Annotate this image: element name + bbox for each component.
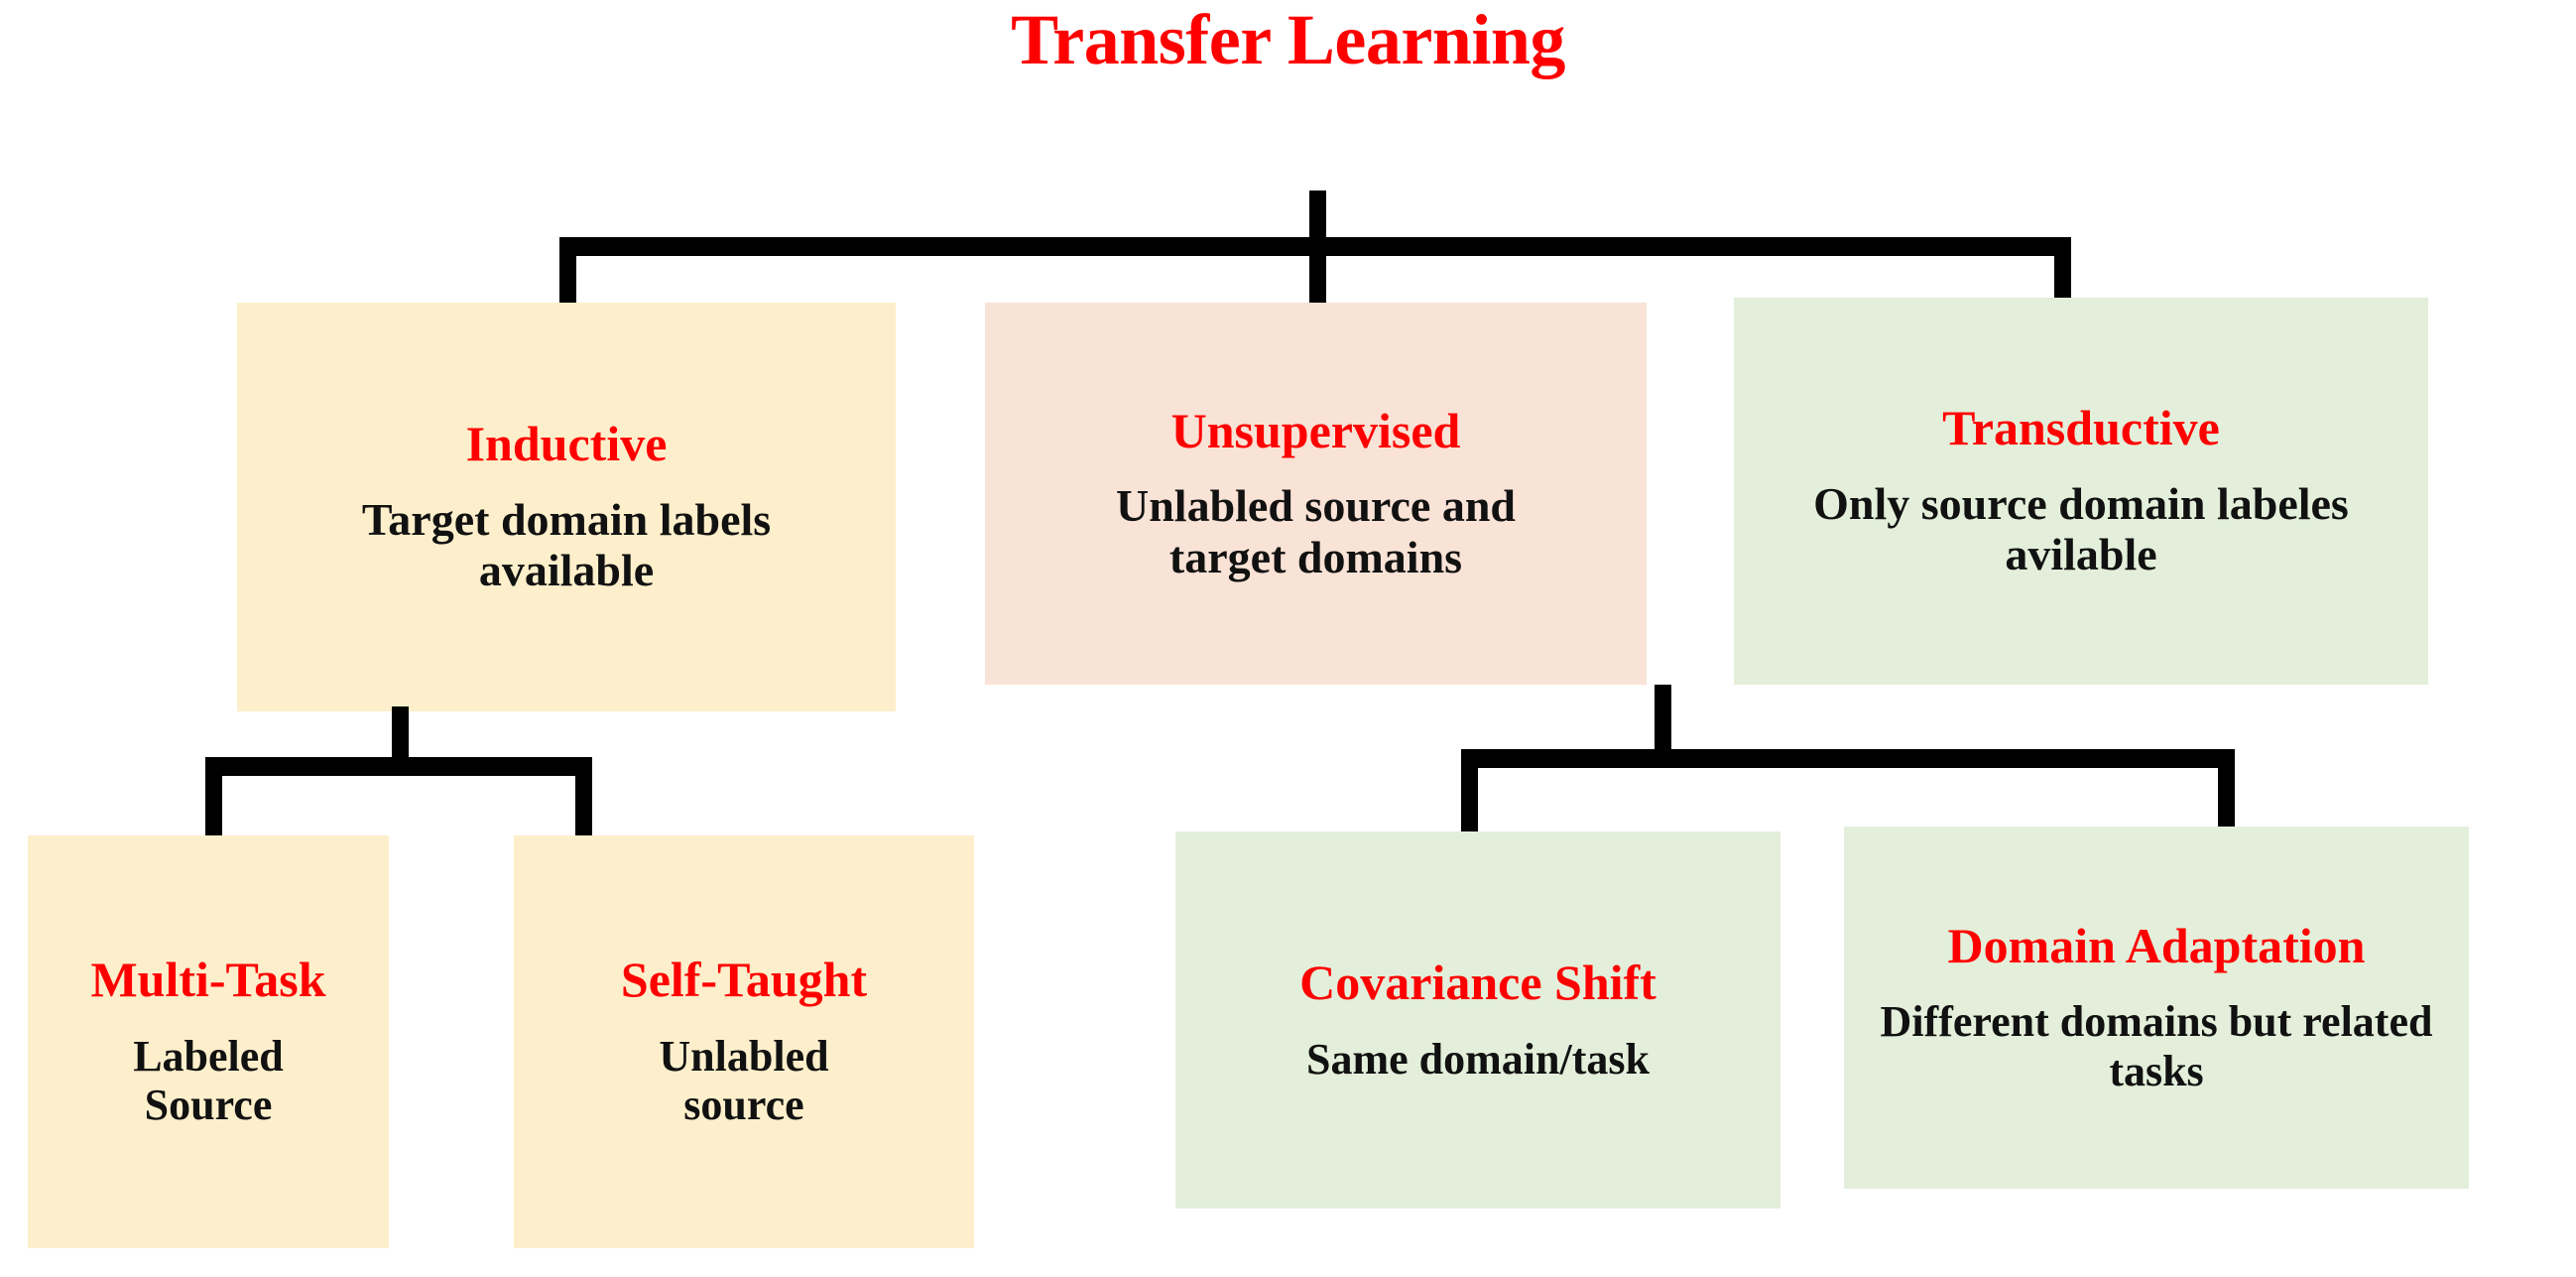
edge-transductive-bus xyxy=(1461,749,2235,768)
node-unsupervised[interactable]: Unsupervised Unlabled source and target … xyxy=(985,303,1647,685)
node-domain-adaptation[interactable]: Domain Adaptation Different domains but … xyxy=(1844,827,2469,1189)
node-covariance-shift-description: Same domain/task xyxy=(1306,1034,1650,1084)
node-transductive-label: Transductive xyxy=(1942,400,2220,456)
node-domain-adaptation-description: Different domains but related tasks xyxy=(1880,997,2433,1095)
node-transductive-description: Only source domain labeles avilable xyxy=(1813,477,2349,580)
edge-root-to-inductive xyxy=(559,237,576,305)
edge-transductive-to-domain-adaptation xyxy=(2218,749,2235,832)
node-multi-task[interactable]: Multi-Task Labeled Source xyxy=(28,835,389,1248)
node-multi-task-description: Labeled Source xyxy=(133,1031,284,1130)
edge-transductive-stub xyxy=(1655,685,1671,750)
node-self-taught[interactable]: Self-Taught Unlabled source xyxy=(514,835,974,1248)
node-inductive-label: Inductive xyxy=(465,416,668,472)
node-inductive[interactable]: Inductive Target domain labels available xyxy=(237,303,896,711)
node-self-taught-label: Self-Taught xyxy=(620,952,868,1008)
node-unsupervised-description: Unlabled source and target domains xyxy=(1115,480,1517,582)
edge-inductive-stub xyxy=(392,706,409,760)
edge-root-to-unsupervised xyxy=(1309,237,1326,305)
node-transductive[interactable]: Transductive Only source domain labeles … xyxy=(1734,298,2428,685)
node-covariance-shift[interactable]: Covariance Shift Same domain/task xyxy=(1175,831,1780,1209)
edge-root-stub xyxy=(1309,191,1326,242)
node-unsupervised-label: Unsupervised xyxy=(1170,402,1461,458)
edge-transductive-to-covariance-shift xyxy=(1461,749,1478,832)
node-covariance-shift-label: Covariance Shift xyxy=(1299,955,1656,1011)
edge-inductive-to-multi-task xyxy=(205,757,222,836)
edge-root-to-transductive xyxy=(2054,237,2071,299)
node-multi-task-label: Multi-Task xyxy=(90,952,326,1008)
edge-inductive-to-self-taught xyxy=(575,757,592,836)
page-title: Transfer Learning xyxy=(1011,0,1565,79)
node-self-taught-description: Unlabled source xyxy=(659,1031,829,1130)
node-inductive-description: Target domain labels available xyxy=(361,493,772,596)
edge-inductive-bus xyxy=(205,757,592,776)
node-domain-adaptation-label: Domain Adaptation xyxy=(1947,917,2366,973)
